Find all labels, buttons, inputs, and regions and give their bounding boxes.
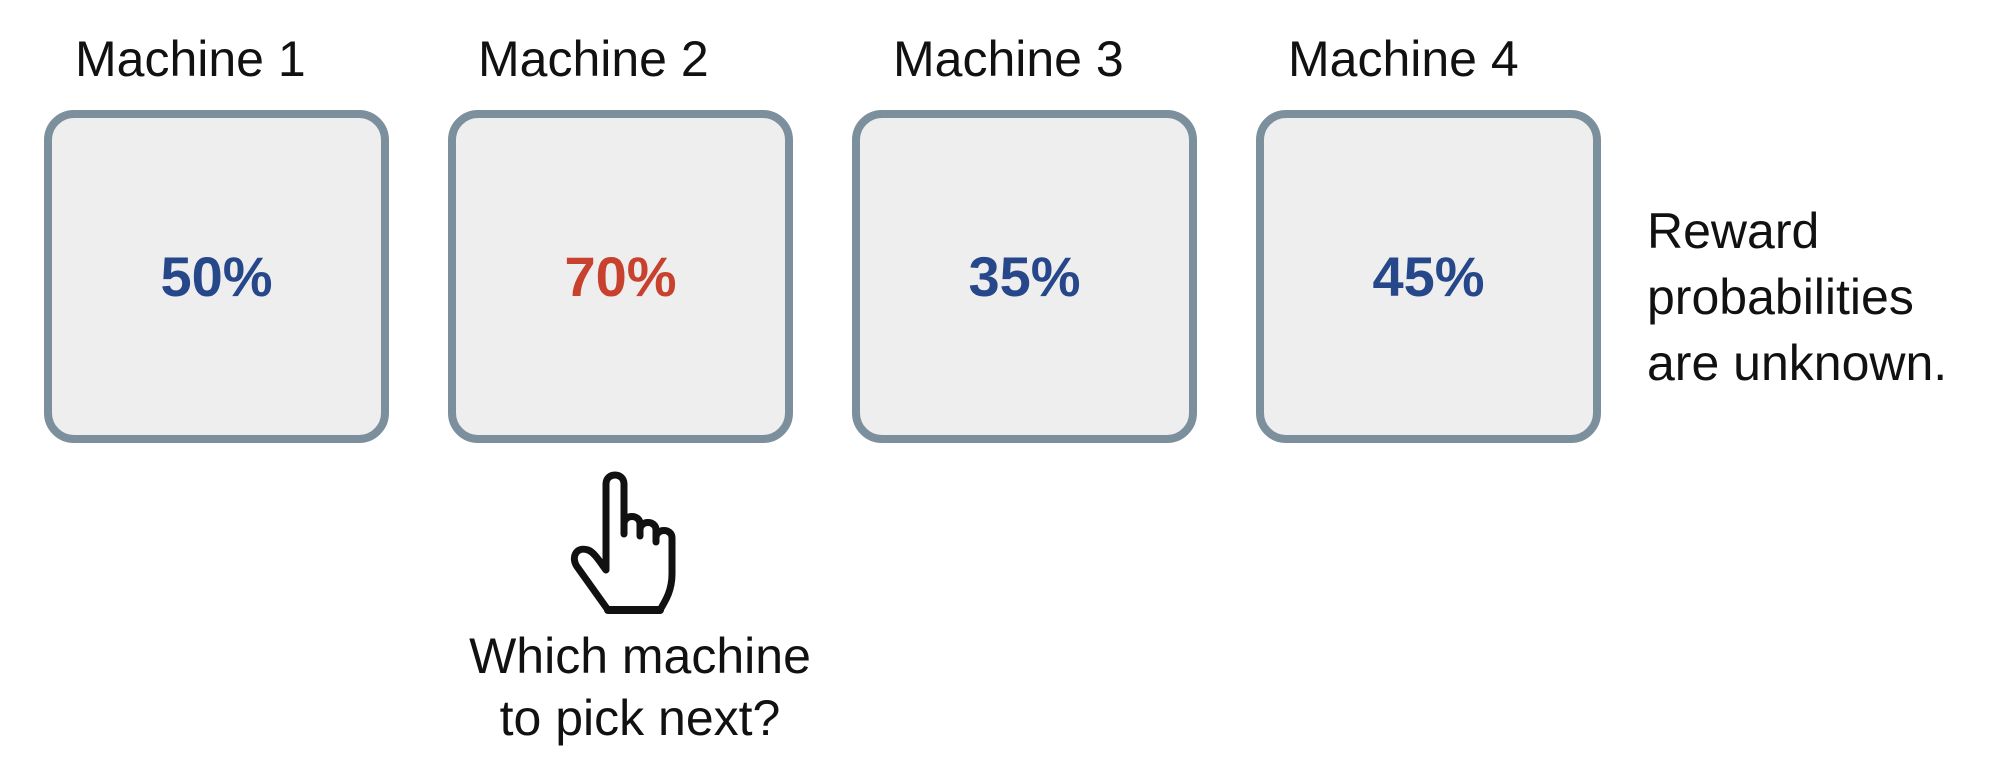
machine-1-box[interactable]: 50% [44,110,389,443]
reward-note: Reward probabilities are unknown. [1647,198,1947,396]
question-line-1: Which machine [469,628,811,684]
machine-2-title: Machine 2 [478,31,709,87]
machine-3-box[interactable]: 35% [852,110,1197,443]
machine-2-box[interactable]: 70% [448,110,793,443]
reward-note-line-1: Reward [1647,203,1820,259]
reward-note-line-3: are unknown. [1647,335,1948,391]
question-text: Which machine to pick next? [440,625,840,749]
machine-3-title: Machine 3 [893,31,1124,87]
machine-4-title: Machine 4 [1288,31,1519,87]
reward-note-line-2: probabilities [1647,269,1914,325]
machine-3-probability: 35% [968,245,1081,308]
machine-2-probability: 70% [564,245,677,308]
machine-1-probability: 50% [160,245,273,308]
machine-1-title: Machine 1 [75,31,306,87]
machine-4-box[interactable]: 45% [1256,110,1601,443]
pointing-hand-icon [570,471,676,614]
machine-4-probability: 45% [1372,245,1485,308]
question-line-2: to pick next? [499,690,781,746]
